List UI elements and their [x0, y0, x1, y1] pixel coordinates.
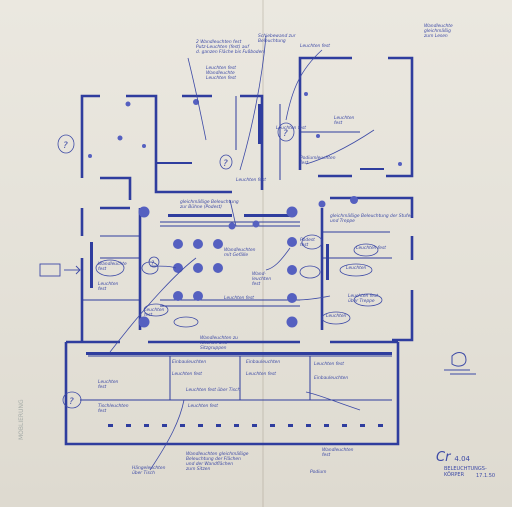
marker-1: ? [63, 141, 68, 151]
note-podest: Podest fest [300, 238, 315, 248]
note-leuchten-bottom-left: Leuchten fest [98, 380, 119, 390]
note-einbau-3: Einbauleuchten [314, 376, 349, 381]
sheet-number: 4.04 [454, 455, 471, 463]
note-leuchten-8: Leuchten fest [144, 308, 165, 318]
entry-arrow [39, 263, 81, 277]
note-top-left: 2 Wandleuchten fest Putz-Leuchten (fest)… [196, 40, 265, 55]
note-leuchten-15: Leuchten fest [188, 404, 218, 409]
note-einbau-2: Einbauleuchten [246, 360, 281, 365]
interior-lines [80, 96, 392, 401]
label-ovals [57, 122, 383, 409]
note-tischleuchten: Tischleuchten fest [98, 404, 129, 414]
exterior-walls [64, 56, 414, 446]
note-leuchten-1: Leuchten fest Wandleuchte [206, 66, 236, 76]
logo-sketch [444, 352, 476, 375]
sheet-date: 17.1.50 [476, 473, 496, 479]
note-nischen: Wandleuchten zu Nischen und Sitzgruppen [200, 336, 238, 351]
marker-5: ? [151, 260, 155, 267]
note-leuchten-left: Leuchten fest [98, 282, 119, 292]
note-ueber-treppe: Leuchten fest über Treppe [348, 294, 378, 304]
wall-strips [86, 104, 392, 355]
sheet-subtitle: BELEUCHTUNGS- KÖRPER [444, 466, 487, 478]
note-buehne: gleichmäßige Beleuchtung zur Bühne (Pode… [180, 200, 239, 210]
note-leuchten-6: Leuchten fest [236, 178, 266, 183]
note-leuchten-13: Leuchten fest [246, 372, 276, 377]
marker-4: ? [223, 159, 228, 169]
marker-2: ? [283, 129, 288, 139]
note-wandflaechen: Wandleuchten gleichmäßige Beleuchtung de… [186, 452, 249, 472]
note-wandleuchte-left: Wandleuchte fest [98, 262, 127, 272]
note-leuchten-14: Leuchten fest [314, 362, 344, 367]
note-haengeleuchten: Hängeleuchten über Tisch [132, 466, 166, 476]
paper-fold [262, 0, 264, 507]
note-leuchten-10: Leuchten [346, 266, 367, 271]
note-leuchten-5: Leuchten fest [276, 126, 306, 131]
note-podiumleuchten: Podiumleuchten fest [300, 156, 336, 166]
ceiling-lights [88, 92, 402, 328]
note-podium: Podium [310, 470, 327, 475]
sheet-code-letters: Cr [436, 450, 451, 465]
note-leuchten-9: Leuchten fest [356, 246, 386, 251]
question-markers: ? ? ? ? ? [63, 129, 288, 407]
note-wandleuchten-bottom: Wandleuchten fest [322, 448, 354, 458]
note-ueber-tisch: Leuchten fest über Tisch [186, 388, 241, 393]
note-leuchten-7: Leuchten fest [224, 296, 254, 301]
note-leuchten-11: Leuchten [326, 314, 347, 319]
note-stufen: gleichmäßige Beleuchtung der Stufen und … [330, 214, 414, 224]
note-leuchten-2: Leuchten fest [206, 76, 236, 81]
bottom-hall-lights [108, 424, 383, 427]
leader-lines [109, 35, 375, 471]
note-leuchten-4: Leuchten fest [334, 116, 355, 126]
note-wandleuchte-top: Wandleuchte gleichmäßig zum Lesen [424, 24, 453, 39]
note-leuchten-12: Leuchten fest [172, 372, 202, 377]
note-wandleuchten-gefaelle: Wandleuchten mit Gefälle [224, 248, 256, 258]
side-stamp: MÖBLIERUNG [18, 399, 25, 440]
note-schiebewand: Schiebewand zur Beleuchtung [258, 34, 296, 44]
note-leuchten-3: Leuchten fest [300, 44, 330, 49]
note-einbau-1: Einbauleuchten [172, 360, 207, 365]
marker-3: ? [69, 397, 74, 407]
note-wand-leuchten: Wand- leuchten fest [252, 272, 272, 287]
